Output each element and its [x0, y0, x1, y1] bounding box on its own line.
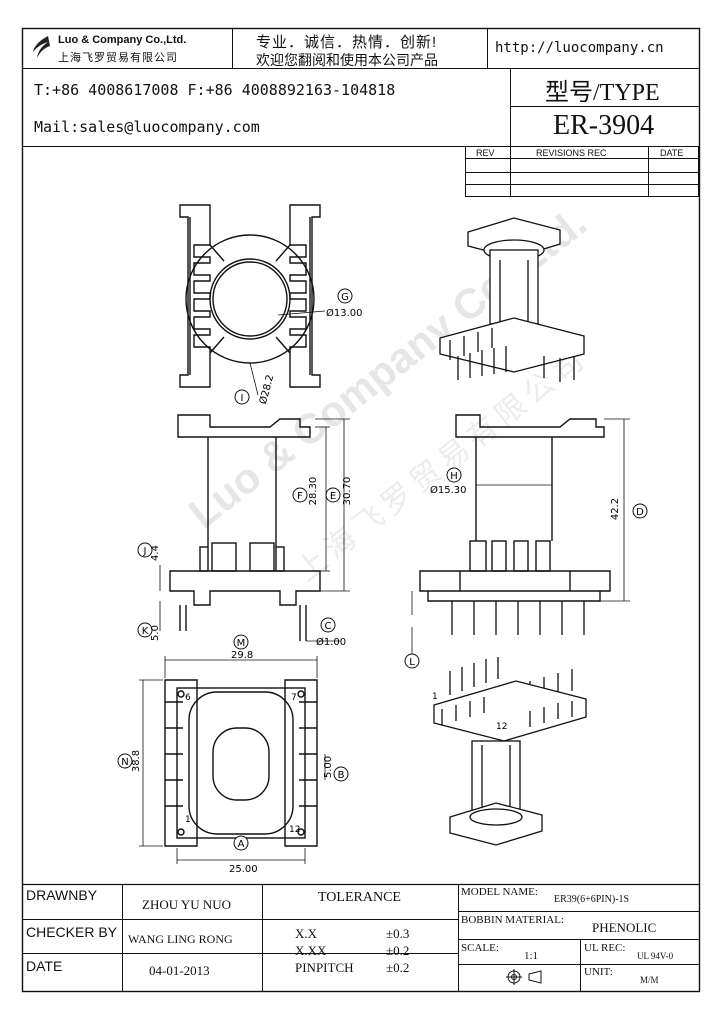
dim-i-value: Ø28.2 — [257, 373, 276, 405]
dim-c-marker: C — [325, 621, 332, 632]
company-name-en: Luo & Company Co.,Ltd. — [58, 34, 187, 46]
dim-n-marker: N — [121, 757, 128, 768]
pin-label-6: 6 — [185, 693, 191, 703]
iso-pin-label-12: 12 — [496, 722, 507, 732]
unit-label: UNIT: — [584, 966, 613, 978]
dim-k-marker: K — [142, 626, 149, 637]
revisions-rec-header: REVISIONS REC — [536, 148, 607, 158]
ul-label: UL REC: — [584, 942, 626, 954]
ul-value: UL 94V-0 — [637, 951, 674, 961]
tol-xxx-value: ±0.2 — [386, 943, 410, 958]
drawnby-label: DRAWNBY — [26, 887, 98, 903]
dim-f-marker: F — [297, 491, 303, 502]
material-value: PHENOLIC — [592, 920, 657, 935]
dim-k-value: 5.0 — [150, 625, 161, 641]
rev-header: REV — [476, 148, 495, 158]
projection-symbol-icon — [506, 969, 542, 985]
dim-a-value: 25.00 — [229, 864, 258, 875]
top-view-drawing: G Ø13.00 I Ø28.2 — [179, 204, 363, 406]
date-value: 04-01-2013 — [149, 963, 210, 978]
dim-h-marker: H — [450, 471, 458, 482]
type-value: ER-3904 — [553, 110, 655, 141]
dim-a-marker: A — [238, 839, 245, 850]
tol-pin-value: ±0.2 — [386, 960, 410, 975]
model-value: ER39(6+6PIN)-1S — [554, 894, 630, 905]
dim-n-value: 38.8 — [131, 750, 142, 772]
welcome-text: 欢迎您翻阅和使用本公司产品 — [256, 52, 438, 68]
dim-h-value: Ø15.30 — [430, 484, 467, 496]
dim-e-value: 30.70 — [342, 477, 353, 506]
dim-d-value: 42.2 — [610, 498, 621, 520]
iso-pin-label-1: 1 — [432, 692, 438, 702]
dim-c-value: Ø1.00 — [316, 636, 346, 648]
side-view-drawing: H Ø15.30 D 42.2 L — [404, 414, 648, 669]
dim-m-marker: M — [237, 638, 246, 649]
front-view-drawing: F 28.30 E 30.70 J 4.4 K 5.0 C Ø1.00 — [137, 414, 353, 648]
dim-d-marker: D — [636, 507, 644, 518]
date-label: DATE — [26, 958, 63, 974]
checker-label: CHECKER BY — [26, 924, 118, 940]
dim-g-value: Ø13.00 — [326, 307, 363, 319]
dim-j-marker: J — [143, 546, 147, 557]
pin-label-12: 12 — [289, 825, 300, 835]
type-label: 型号/TYPE — [545, 80, 660, 106]
dim-b-marker: B — [338, 770, 345, 781]
tol-xxx-label: X.XX — [295, 943, 327, 958]
slogan: 专业．诚信．热情．创新! — [256, 34, 438, 51]
drawnby-value: ZHOU YU NUO — [142, 897, 232, 912]
dim-m-value: 29.8 — [231, 650, 253, 661]
unit-value: M/M — [640, 975, 659, 985]
tol-pin-label: PINPITCH — [295, 960, 354, 975]
pin-label-1: 1 — [185, 815, 191, 825]
model-label: MODEL NAME: — [461, 886, 538, 898]
date-header: DATE — [660, 148, 684, 158]
bottom-view-drawing: M 29.8 N 38.8 B 5.00 A 25.00 6 7 1 12 — [117, 634, 349, 875]
email[interactable]: Mail:sales@luocompany.com — [34, 118, 260, 136]
material-label: BOBBIN MATERIAL: — [461, 914, 564, 926]
company-url[interactable]: http://luocompany.cn — [495, 40, 664, 56]
phone-fax: T:+86 4008617008 F:+86 4008892163-104818 — [34, 81, 396, 99]
dim-b-value: 5.00 — [323, 756, 334, 778]
isometric-top-drawing — [439, 217, 585, 382]
scale-value: 1:1 — [524, 950, 539, 962]
dim-j-value: 4.4 — [150, 545, 161, 561]
tol-xx-value: ±0.3 — [386, 926, 410, 941]
dim-l-marker: L — [409, 657, 415, 668]
dim-i-marker: I — [241, 393, 244, 404]
pin-label-7: 7 — [291, 693, 297, 703]
scale-label: SCALE: — [461, 942, 499, 954]
dim-f-value: 28.30 — [308, 477, 319, 506]
company-logo-icon — [33, 36, 50, 58]
tol-xx-label: X.X — [295, 926, 318, 941]
company-name-cn: 上海飞罗贸易有限公司 — [58, 52, 178, 64]
dim-e-marker: E — [330, 491, 336, 502]
tolerance-label: TOLERANCE — [318, 890, 401, 905]
isometric-bottom-drawing: 1 12 — [432, 657, 587, 846]
checker-value: WANG LING RONG — [128, 932, 233, 946]
dim-g-marker: G — [341, 292, 349, 303]
